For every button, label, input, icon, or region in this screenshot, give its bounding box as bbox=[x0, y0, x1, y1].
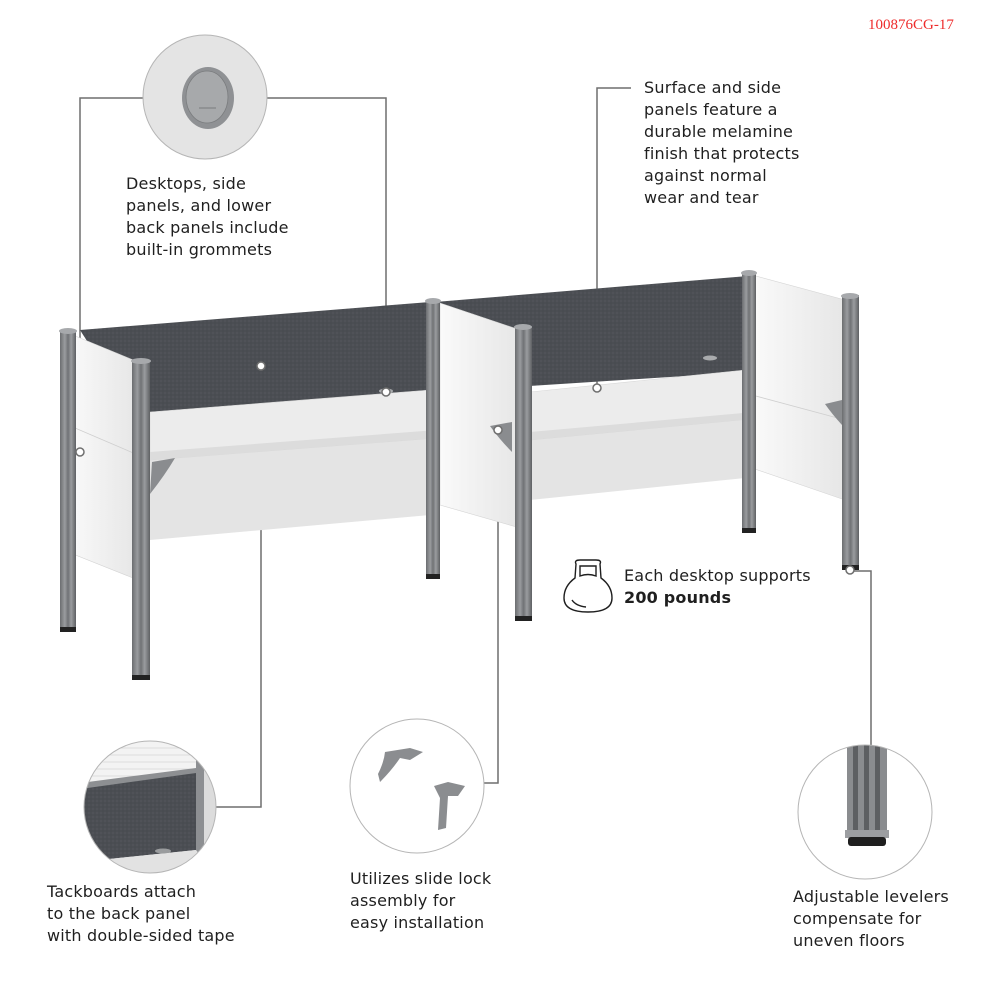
callout-line: uneven floors bbox=[793, 931, 905, 950]
callout-grommets: Desktops, side panels, and lower back pa… bbox=[126, 173, 289, 261]
callout-line: Utilizes slide lock bbox=[350, 869, 492, 888]
callout-line: easy installation bbox=[350, 913, 485, 932]
grommet-detail-icon bbox=[142, 34, 268, 160]
callout-line: durable melamine bbox=[644, 122, 794, 141]
callout-line: to the back panel bbox=[47, 904, 191, 923]
desk-illustration bbox=[59, 270, 859, 680]
callout-tackboards: Tackboards attach to the back panel with… bbox=[47, 881, 235, 947]
tackboard-detail-icon bbox=[83, 740, 217, 874]
product-sku: 100876CG-17 bbox=[868, 17, 954, 33]
leader-lines bbox=[79, 87, 872, 808]
leader-endpoints bbox=[75, 361, 855, 575]
callout-line: finish that protects bbox=[644, 144, 800, 163]
leveler-detail-icon bbox=[797, 744, 933, 880]
callout-melamine: Surface and side panels feature a durabl… bbox=[644, 77, 800, 209]
callout-line: compensate for bbox=[793, 909, 922, 928]
callout-line: panels, and lower bbox=[126, 196, 272, 215]
callout-weight-capacity: Each desktop supports 200 pounds bbox=[624, 565, 811, 609]
callout-line: panels feature a bbox=[644, 100, 778, 119]
callout-line: Tackboards attach bbox=[47, 882, 197, 901]
callout-line: assembly for bbox=[350, 891, 456, 910]
callout-line: wear and tear bbox=[644, 188, 759, 207]
callout-levelers: Adjustable levelers compensate for uneve… bbox=[793, 886, 949, 952]
callout-line: with double-sided tape bbox=[47, 926, 235, 945]
bracket-detail-icon bbox=[349, 718, 485, 854]
callout-slide-lock: Utilizes slide lock assembly for easy in… bbox=[350, 868, 491, 934]
weight-value: 200 pounds bbox=[624, 588, 732, 607]
callout-line: Each desktop supports bbox=[624, 566, 811, 585]
callout-line: back panels include bbox=[126, 218, 289, 237]
callout-line: against normal bbox=[644, 166, 767, 185]
kettlebell-icon bbox=[563, 559, 613, 613]
callout-line: Desktops, side bbox=[126, 174, 247, 193]
callout-line: built-in grommets bbox=[126, 240, 273, 259]
callout-line: Surface and side bbox=[644, 78, 782, 97]
callout-line: Adjustable levelers bbox=[793, 887, 949, 906]
